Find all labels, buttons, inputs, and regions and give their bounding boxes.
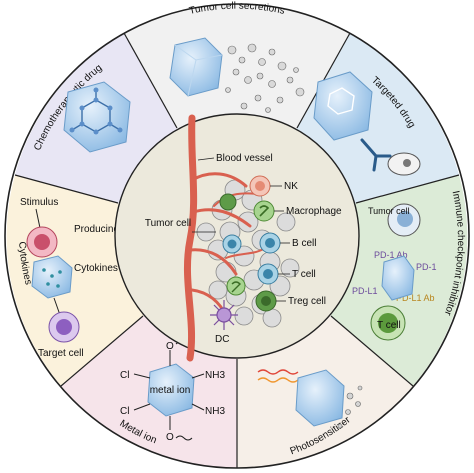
target-cell-label: Target cell bbox=[38, 348, 84, 359]
center-treg-cell-label: Treg cell bbox=[288, 296, 326, 307]
center-macrophage-label: Macrophage bbox=[286, 206, 342, 217]
checkpoint-tumor-cell-label: Tumor cell bbox=[368, 206, 410, 216]
outer-ring bbox=[4, 3, 470, 469]
checkpoint-pd1-label: PD-1 bbox=[416, 262, 437, 272]
b-cell-icon bbox=[259, 232, 281, 254]
metal-nh3-bottom-label: NH3 bbox=[205, 406, 225, 417]
center-leader-lines bbox=[197, 157, 290, 302]
metal-o-bottom-label: O bbox=[166, 432, 174, 443]
center-nk-label: NK bbox=[284, 181, 298, 192]
macrophage-icon bbox=[253, 200, 275, 222]
photo-cube-icon bbox=[295, 369, 345, 427]
label-tumor-secretions: Tumor cell secretions bbox=[188, 1, 285, 17]
targeted-cube-icon bbox=[313, 71, 373, 141]
checkpoint-pd1-ab-label: PD-1 Ab bbox=[374, 250, 408, 260]
checkpoint-pdl1-label: PD-L1 bbox=[352, 286, 378, 296]
center-b-cell-label: B cell bbox=[292, 238, 316, 249]
checkpoint-t-cell-icon bbox=[370, 305, 406, 341]
secretion-particles-icon bbox=[225, 43, 305, 113]
blue-cell-icon bbox=[222, 234, 242, 254]
photo-debris-icon bbox=[337, 385, 363, 429]
sector-dividers bbox=[14, 32, 460, 468]
stimulus-label: Stimulus bbox=[20, 197, 58, 208]
checkpoint-tumor-cell-icon bbox=[387, 203, 421, 237]
treg-cell-icon bbox=[255, 290, 277, 312]
metal-nh3-top-label: NH3 bbox=[205, 370, 225, 381]
checkpoint-cube-icon bbox=[381, 255, 415, 301]
dc-cell-icon bbox=[210, 300, 238, 330]
metal-center-label: metal ion bbox=[150, 385, 191, 396]
center-tumor-cell-label: Tumor cell bbox=[145, 218, 191, 229]
metal-cl-top-label: Cl bbox=[120, 370, 129, 381]
secretions-cube-icon bbox=[169, 37, 223, 97]
stimulus-arrow-icon bbox=[35, 208, 41, 229]
checkpoint-t-cell-label: T cell bbox=[377, 320, 401, 331]
target-cell-icon bbox=[387, 152, 421, 176]
chemo-cube-icon bbox=[63, 81, 131, 153]
green-cell-lower-icon bbox=[226, 276, 246, 296]
center-blood-vessel-label: Blood vessel bbox=[216, 153, 273, 164]
cytokine-arrow-icon bbox=[53, 297, 61, 316]
nk-cell-icon bbox=[249, 175, 271, 197]
target-cell-cyto-icon bbox=[48, 311, 80, 343]
metal-cl-bottom-label: Cl bbox=[120, 406, 129, 417]
metal-o-top-label: O bbox=[166, 341, 174, 352]
producing-cell-icon bbox=[26, 226, 58, 258]
cytokine-cube-icon bbox=[31, 255, 73, 299]
cytokines-label: Cytokines bbox=[74, 263, 118, 274]
center-dc-label: DC bbox=[215, 334, 229, 345]
checkpoint-pdl1-ab-label: PD-L1 Ab bbox=[396, 293, 435, 303]
antibody-icon bbox=[360, 138, 392, 172]
producing-cell-label: Producing cell bbox=[74, 224, 137, 235]
center-t-cell-label: T cell bbox=[292, 269, 316, 280]
light-rays-icon bbox=[257, 369, 299, 383]
green-cell-icon bbox=[219, 193, 237, 211]
t-cell-icon bbox=[257, 263, 279, 285]
